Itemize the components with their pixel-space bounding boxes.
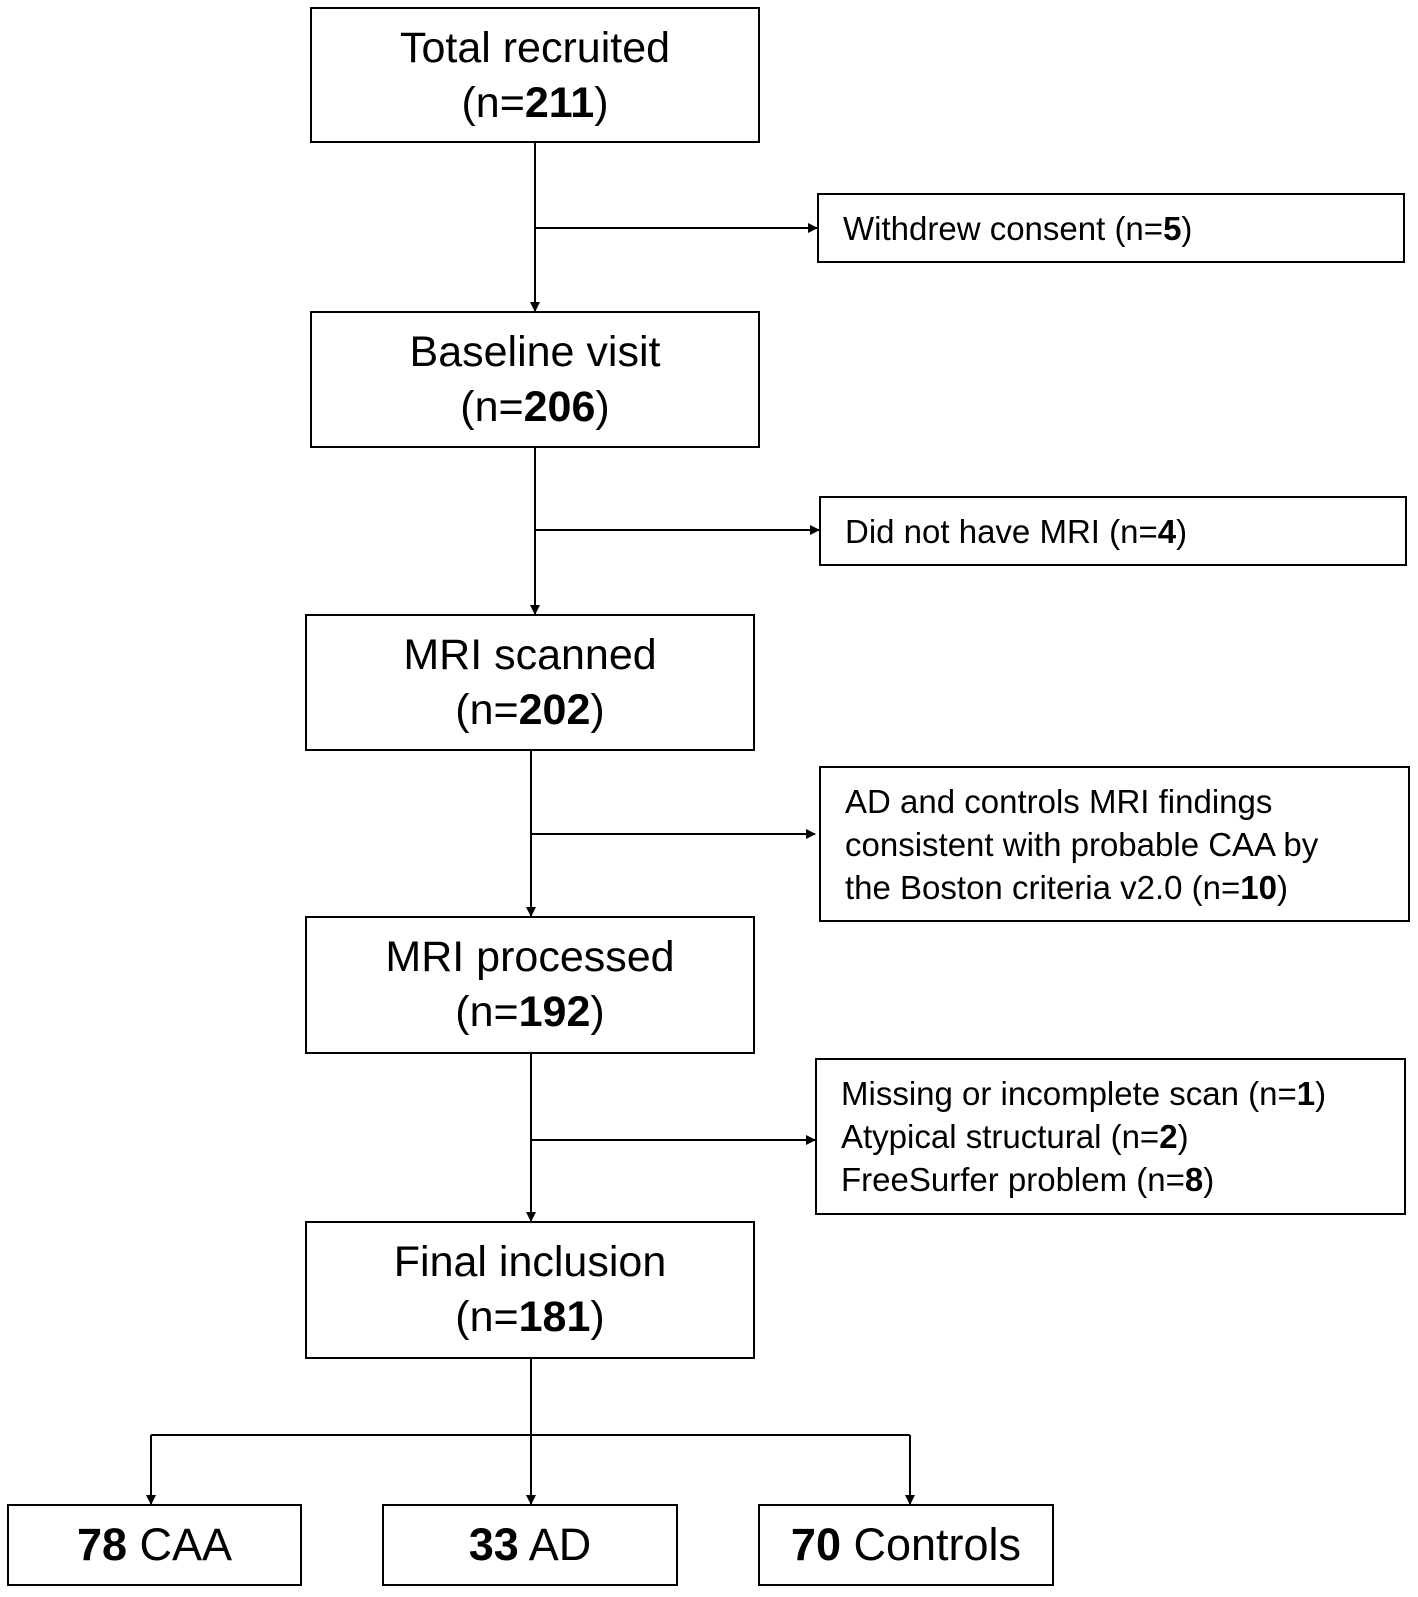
- step-count: (n=181): [455, 1293, 605, 1341]
- exclusion-line: FreeSurfer problem (n=8): [841, 1161, 1215, 1198]
- step-mri-processed: MRI processed (n=192): [305, 916, 755, 1054]
- exclusion-line: Missing or incomplete scan (n=1): [841, 1075, 1327, 1112]
- group-ad: 33 AD: [382, 1504, 678, 1586]
- exclusion-line: AD and controls MRI findings: [845, 783, 1273, 820]
- step-title: MRI scanned: [403, 631, 657, 679]
- step-total-recruited: Total recruited (n=211): [310, 7, 760, 143]
- exclusion-no-mri: Did not have MRI (n=4): [819, 496, 1407, 566]
- exclusion-line: Atypical structural (n=2): [841, 1118, 1189, 1155]
- step-mri-scanned: MRI scanned (n=202): [305, 614, 755, 751]
- step-title: Final inclusion: [393, 1238, 667, 1286]
- step-title: MRI processed: [385, 933, 675, 981]
- step-baseline-visit: Baseline visit (n=206): [310, 311, 760, 448]
- exclusion-withdrew-consent: Withdrew consent (n=5): [817, 193, 1405, 263]
- group-caa: 78 CAA: [7, 1504, 302, 1586]
- exclusion-line: the Boston criteria v2.0 (n=10): [845, 869, 1289, 906]
- step-final-inclusion: Final inclusion (n=181): [305, 1221, 755, 1359]
- step-count: (n=211): [461, 79, 609, 127]
- step-title: Baseline visit: [409, 328, 661, 376]
- exclusion-scan-issues: Missing or incomplete scan (n=1) Atypica…: [815, 1058, 1406, 1215]
- exclusion-caa-findings: AD and controls MRI findings consistent …: [819, 766, 1410, 922]
- step-count: (n=192): [455, 988, 605, 1036]
- exclusion-line: consistent with probable CAA by: [845, 826, 1319, 863]
- step-count: (n=206): [460, 383, 610, 431]
- step-count: (n=202): [455, 686, 605, 734]
- step-title: Total recruited: [399, 24, 671, 72]
- group-controls: 70 Controls: [758, 1504, 1054, 1586]
